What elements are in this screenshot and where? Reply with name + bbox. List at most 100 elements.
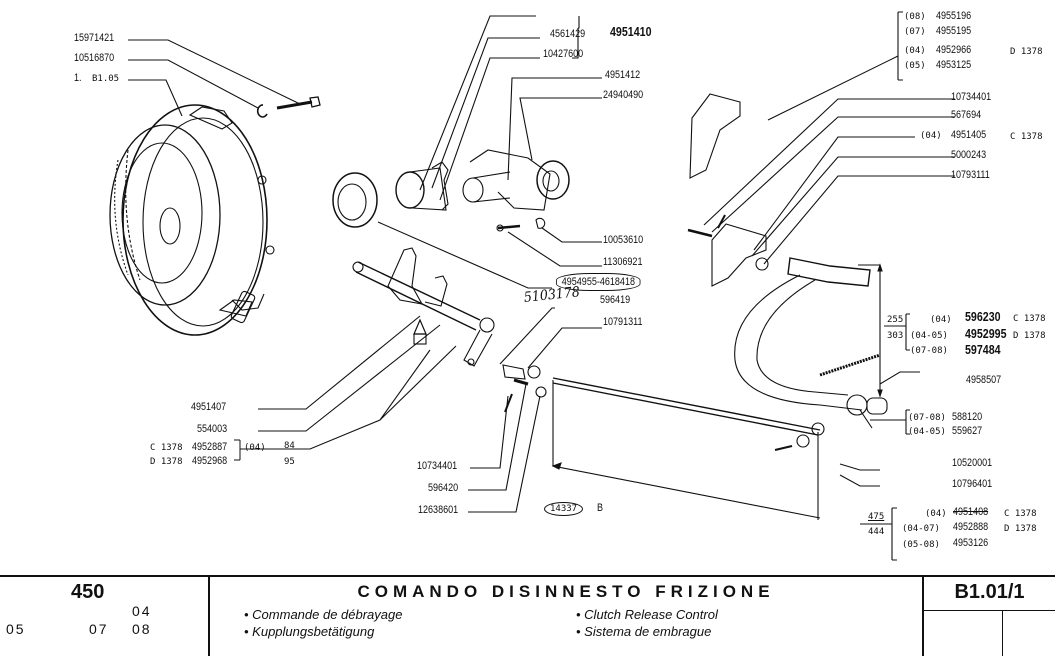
diagram-drawing bbox=[109, 11, 955, 561]
figure-letter: B bbox=[597, 502, 604, 514]
part-label: 10791311 bbox=[603, 316, 643, 328]
part-label: 4951412 bbox=[605, 69, 641, 81]
part-label: 4953126 bbox=[953, 537, 989, 549]
leader-4954955 bbox=[377, 221, 552, 289]
model-block: 450 04 05 07 08 bbox=[0, 577, 210, 656]
fork-shaft-icon bbox=[352, 247, 495, 367]
release-bearing-icon bbox=[332, 149, 570, 228]
title-area: COMANDO DISINNESTO FRIZIONE • Commande d… bbox=[210, 577, 924, 656]
dimension-label: 84 bbox=[284, 441, 295, 451]
dimension-label: 475 bbox=[868, 512, 885, 522]
dimension-label: 255 bbox=[887, 315, 904, 325]
part-label: 596230 bbox=[965, 309, 1001, 324]
variant-note: D 1378 bbox=[1013, 331, 1046, 341]
leader-bracket-top bbox=[767, 55, 899, 121]
variant-code: (07) bbox=[904, 27, 926, 37]
variant-note: C 1378 bbox=[1013, 314, 1046, 324]
part-label: 596420 bbox=[428, 482, 459, 494]
part-label: 10734401 bbox=[951, 91, 992, 103]
sheet-block: B1.01/1 bbox=[924, 577, 1055, 656]
subtitle-fr: • Commande de débrayage bbox=[244, 607, 403, 622]
part-label: 4952968 bbox=[192, 455, 228, 467]
page-title: COMANDO DISINNESTO FRIZIONE bbox=[357, 582, 775, 601]
variant-07: 07 bbox=[89, 621, 109, 637]
variant-code: (04-05) bbox=[908, 427, 946, 437]
variant-code: (04) bbox=[244, 443, 266, 453]
variant-code: (07-08) bbox=[908, 413, 946, 423]
variant-04: 04 bbox=[132, 603, 152, 619]
exploded-parts-diagram: 15971421 10516870 1. B1.05 4561429 10427… bbox=[74, 10, 1046, 561]
dimension-label: 444 bbox=[868, 527, 885, 537]
leader-10516870 bbox=[128, 59, 259, 109]
sheet-divider-vertical bbox=[1002, 611, 1003, 656]
variant-05: 05 bbox=[6, 621, 26, 637]
part-label: 4958507 bbox=[966, 374, 1002, 386]
variant-note: D 1378 bbox=[1004, 524, 1037, 534]
sheet-reference: B1.01/1 bbox=[954, 581, 1025, 603]
part-label: 10734401 bbox=[417, 460, 458, 472]
part-label: 4953125 bbox=[936, 59, 972, 71]
part-label: 4952995 bbox=[965, 326, 1007, 341]
variant-code: (04-07) bbox=[902, 524, 940, 534]
variant-code: (08) bbox=[904, 12, 926, 22]
dimension-label: 95 bbox=[284, 457, 295, 467]
part-label: 4952887 bbox=[192, 441, 228, 453]
subtitle-en: • Clutch Release Control bbox=[576, 607, 718, 622]
part-label: 4951407 bbox=[191, 401, 227, 413]
leader-10053610 bbox=[541, 227, 602, 243]
part-label: 4952888 bbox=[953, 521, 989, 533]
support-bracket-icon bbox=[689, 93, 741, 179]
part-label: 554003 bbox=[197, 423, 228, 435]
part-label: 11306921 bbox=[603, 256, 643, 268]
part-label: 10520001 bbox=[952, 457, 993, 469]
assembly-label: 4951410 bbox=[610, 24, 652, 39]
leader-15971421 bbox=[128, 39, 301, 105]
variant-code: (05-08) bbox=[902, 540, 940, 550]
part-label: 15971421 bbox=[74, 32, 115, 44]
leader-clutch bbox=[128, 79, 183, 117]
variant-note: D 1378 bbox=[150, 457, 183, 467]
part-label: 4951405 bbox=[951, 129, 987, 141]
variant-code: (04) bbox=[920, 131, 942, 141]
variant-note: C 1378 bbox=[1010, 132, 1043, 142]
clutch-ref-label: B1.05 bbox=[92, 74, 120, 84]
variant-code: (05) bbox=[904, 61, 926, 71]
variant-code: (04) bbox=[925, 509, 947, 519]
part-label: 24940490 bbox=[603, 89, 644, 101]
variant-code: (07-08) bbox=[910, 346, 948, 356]
figure-number: 14337 bbox=[544, 502, 584, 516]
part-label: 597484 bbox=[965, 342, 1001, 357]
part-label: 12638601 bbox=[418, 504, 459, 516]
part-label: 567694 bbox=[951, 109, 982, 121]
title-block: 450 04 05 07 08 COMANDO DISINNESTO FRIZI… bbox=[0, 575, 1055, 656]
dimension-label: 303 bbox=[887, 331, 904, 341]
variant-code: (04) bbox=[930, 315, 952, 325]
part-label: 4955196 bbox=[936, 10, 972, 22]
release-rod-icon bbox=[552, 377, 821, 436]
part-label: 10053610 bbox=[603, 234, 644, 246]
part-label: 588120 bbox=[952, 411, 983, 423]
variant-08: 08 bbox=[132, 621, 152, 637]
pedal-bracket-icon bbox=[711, 223, 767, 287]
circled-part-label: 4954955-4618418 bbox=[556, 273, 641, 291]
part-label: 10793111 bbox=[951, 169, 990, 181]
part-label: 10796401 bbox=[952, 478, 993, 490]
clutch-qty-label: 1. bbox=[74, 72, 82, 84]
sheet-divider bbox=[924, 610, 1055, 611]
variant-note: D 1378 bbox=[1010, 47, 1043, 57]
variant-note: C 1378 bbox=[1004, 509, 1037, 519]
subtitle-es: • Sistema de embrague bbox=[576, 624, 712, 639]
part-label: 4561429 bbox=[550, 28, 586, 40]
clip-icon bbox=[256, 104, 268, 118]
clutch-assembly-icon bbox=[109, 104, 275, 336]
part-label: 4951408 bbox=[953, 506, 989, 518]
clutch-pedal-icon bbox=[734, 257, 888, 416]
part-label: 5000243 bbox=[951, 149, 987, 161]
subtitle-de: • Kupplungsbetätigung bbox=[244, 624, 375, 639]
part-label: 4952966 bbox=[936, 44, 972, 56]
part-label: 10516870 bbox=[74, 52, 115, 64]
part-label: 559627 bbox=[952, 425, 983, 437]
model-number: 450 bbox=[71, 581, 105, 603]
variant-note: C 1378 bbox=[150, 443, 183, 453]
part-label: 596419 bbox=[600, 294, 631, 306]
